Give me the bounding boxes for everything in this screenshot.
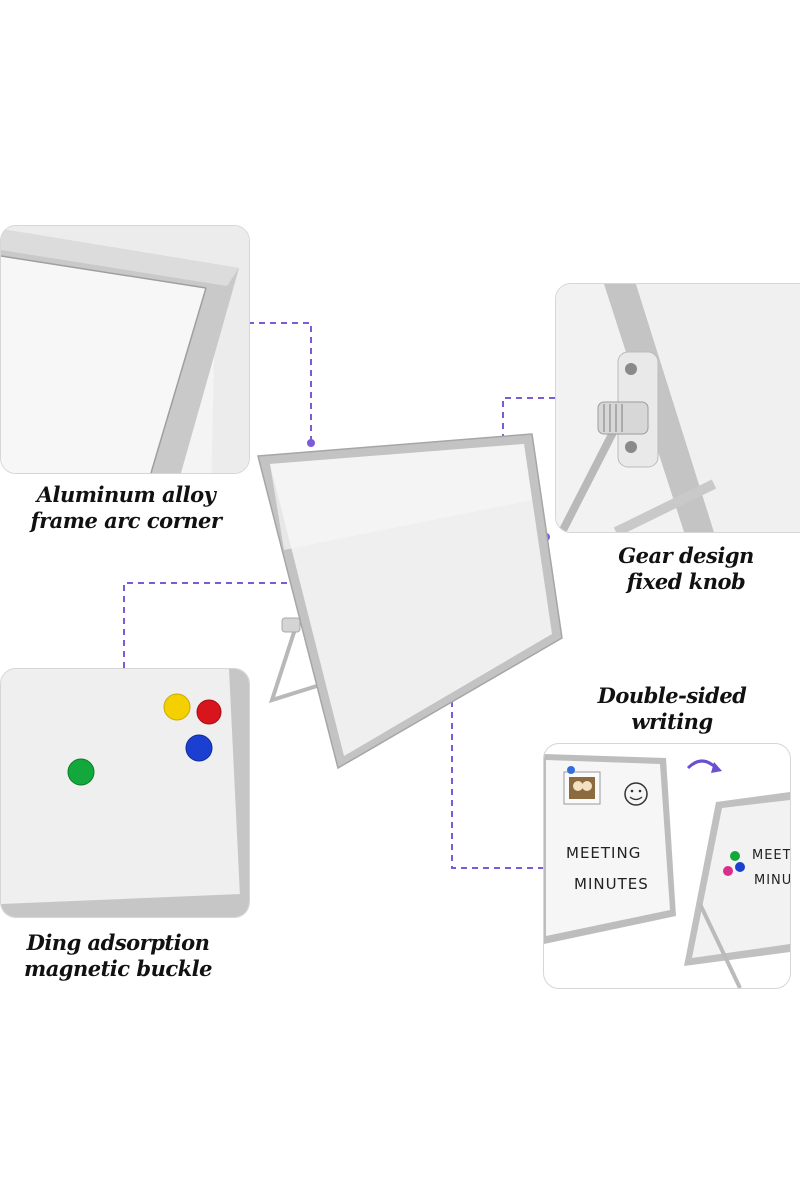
double-sided-icon: MEETING MINUTES MEETIN MINUTE bbox=[544, 754, 790, 988]
panel-double-sided: MEETING MINUTES MEETIN MINUTE bbox=[543, 743, 791, 989]
caption-line: Double-sided bbox=[597, 683, 747, 708]
caption-frame: Aluminum alloy frame arc corner bbox=[14, 482, 238, 534]
board-label-minutes-back: MINUTE bbox=[754, 873, 790, 888]
caption-line: fixed knob bbox=[626, 569, 746, 594]
panel-frame-corner bbox=[0, 225, 250, 474]
whiteboard-product-image bbox=[257, 433, 563, 770]
stand-knob-icon bbox=[281, 617, 301, 633]
caption-double: Double-sided writing bbox=[580, 683, 764, 735]
magnet-icon bbox=[1, 669, 249, 917]
caption-line: Gear design bbox=[618, 543, 754, 568]
stand-leg bbox=[268, 619, 321, 704]
connector-dot bbox=[307, 439, 315, 447]
caption-line: frame arc corner bbox=[30, 508, 222, 533]
panel-magnets bbox=[0, 668, 250, 918]
flip-arrow-icon bbox=[686, 759, 718, 770]
caption-magnet: Ding adsorption magnetic buckle bbox=[8, 930, 228, 982]
caption-line: magnetic buckle bbox=[23, 956, 213, 981]
connector-frame bbox=[248, 322, 312, 443]
caption-line: Aluminum alloy bbox=[36, 482, 216, 507]
caption-knob: Gear design fixed knob bbox=[596, 543, 776, 595]
board-label-meeting: MEETING bbox=[566, 844, 641, 862]
board-label-minutes: MINUTES bbox=[574, 875, 649, 893]
caption-line: Ding adsorption bbox=[26, 930, 210, 955]
frame-corner-icon bbox=[1, 226, 249, 473]
gear-knob-icon bbox=[556, 284, 800, 532]
board-label-meeting-back: MEETIN bbox=[752, 848, 790, 863]
panel-gear-knob bbox=[555, 283, 800, 533]
caption-line: writing bbox=[631, 709, 713, 734]
